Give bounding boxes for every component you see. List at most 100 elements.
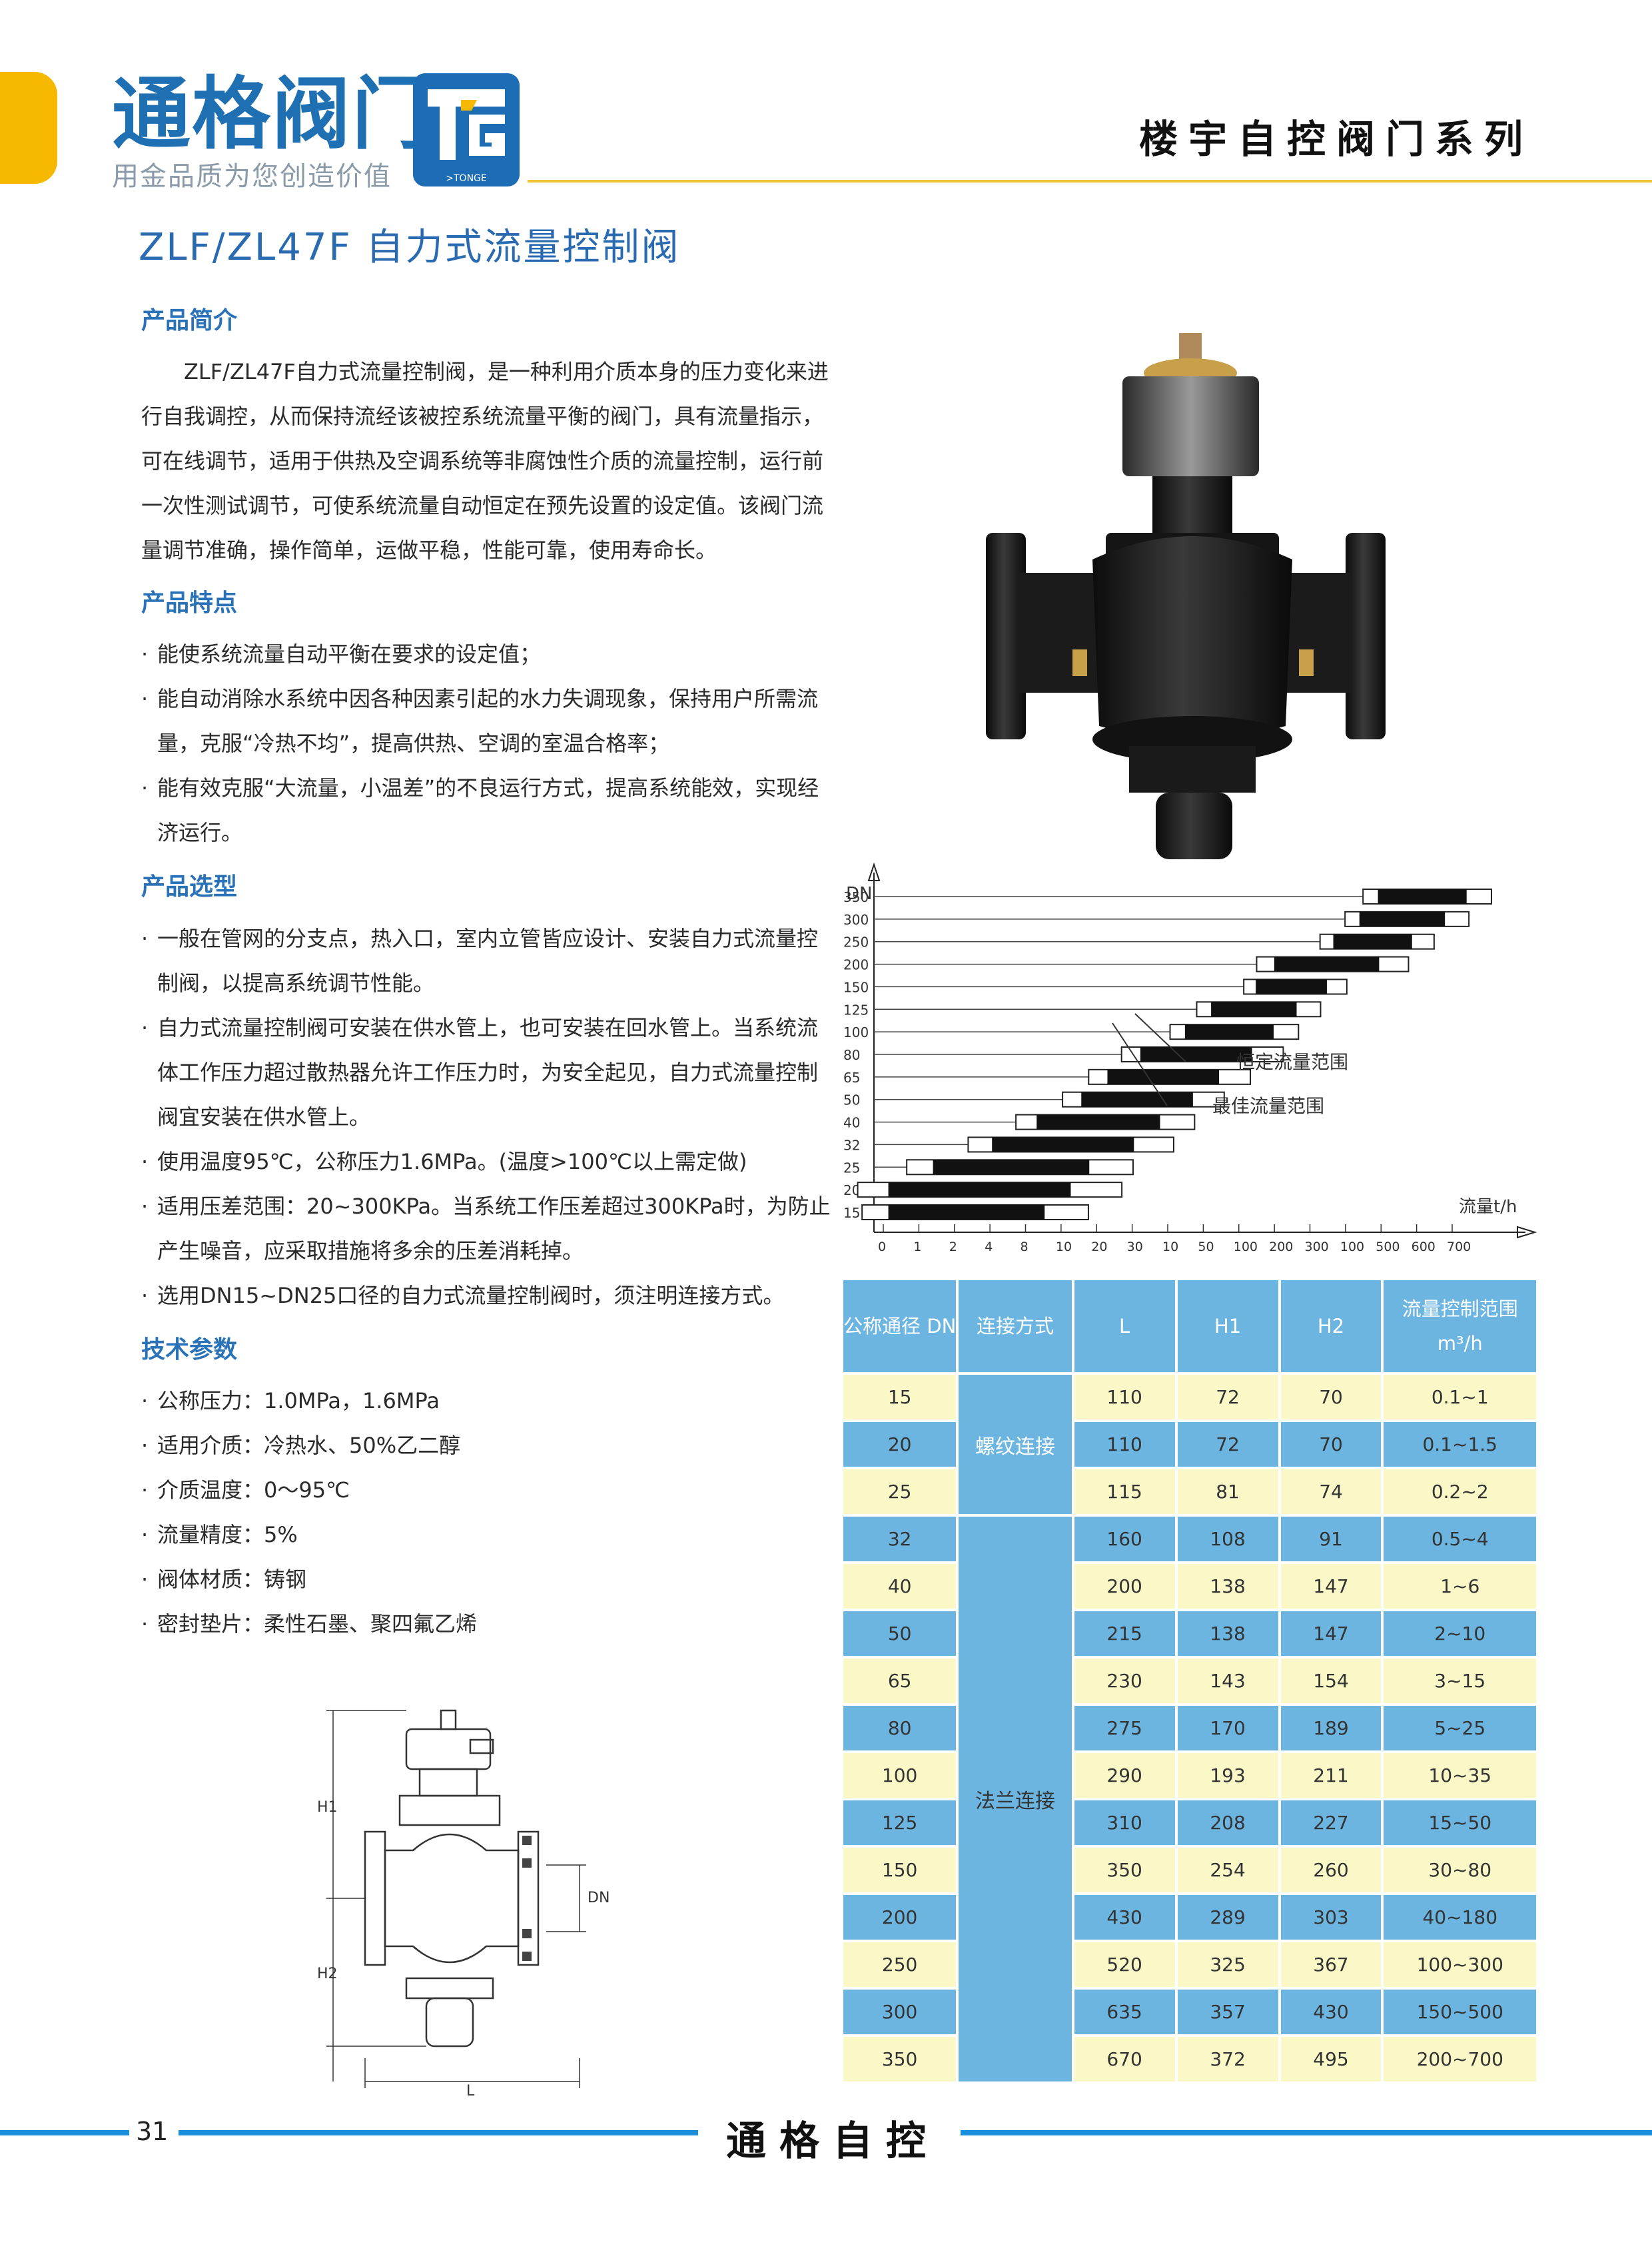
features-list: ·能使系统流量自动平衡在要求的设定值； ·能自动消除水系统中因各种因素引起的水力… (141, 632, 834, 855)
cell-dn: 350 (843, 2037, 957, 2081)
list-item: ·流量精度：5% (141, 1521, 298, 1547)
x-tick-label: 8 (1021, 1240, 1029, 1254)
cell-l: 520 (1074, 1942, 1175, 1987)
tech-list: ·公称压力：1.0MPa，1.6MPa ·适用介质：冷热水、50%乙二醇 ·介质… (141, 1379, 834, 1647)
cell-l: 290 (1074, 1753, 1175, 1798)
legend-optimal-range: 最佳流量范围 (1212, 1095, 1324, 1117)
brand-name: 通格阀门 (112, 68, 432, 160)
constant-range-bar (1081, 1092, 1193, 1107)
series-title: 楼宇自控阀门系列 (1138, 117, 1533, 162)
brand-logo: >TONGE (413, 73, 520, 187)
cell-h2: 154 (1280, 1659, 1382, 1703)
cell-h2: 147 (1280, 1564, 1382, 1609)
intro-paragraph: ZLF/ZL47F自力式流量控制阀，是一种利用介质本身的压力变化来进行自我调控，… (141, 359, 829, 564)
cell-h1: 143 (1177, 1659, 1278, 1703)
y-tick-label: 150 (843, 979, 869, 995)
cell-l: 110 (1074, 1422, 1175, 1467)
cell-dn: 250 (843, 1942, 957, 1987)
y-tick-label: 50 (843, 1092, 860, 1108)
page-number: 31 (136, 2117, 169, 2146)
cell-h1: 357 (1177, 1990, 1278, 2034)
x-tick-label: 300 (1305, 1240, 1329, 1254)
cell-l: 310 (1074, 1800, 1175, 1845)
constant-range-bar (1184, 1024, 1274, 1040)
cell-flow-range: 5~25 (1384, 1706, 1536, 1750)
cell-dn: 40 (843, 1564, 957, 1609)
y-axis-label: DN (846, 884, 872, 904)
cell-h2: 227 (1280, 1800, 1382, 1845)
header-h2: H2 (1280, 1280, 1382, 1372)
list-item: ·公称压力：1.0MPa，1.6MPa (141, 1387, 440, 1413)
list-item: ·使用温度95℃，公称压力1.6MPa。(温度>100℃以上需定做) (141, 1148, 747, 1174)
constant-range-bar (888, 1182, 1071, 1198)
x-tick-label: 100 (1340, 1240, 1364, 1254)
cell-l: 670 (1074, 2037, 1175, 2081)
cell-flow-range: 0.5~4 (1384, 1517, 1536, 1561)
page-title: ZLF/ZL47F 自力式流量控制阀 (139, 226, 681, 269)
header-connection: 连接方式 (959, 1280, 1072, 1372)
cell-h1: 208 (1177, 1800, 1278, 1845)
cell-h2: 211 (1280, 1753, 1382, 1798)
cell-h2: 303 (1280, 1895, 1382, 1940)
cell-connection-flanged: 法兰连接 (959, 1517, 1072, 2081)
cell-flow-range: 15~50 (1384, 1800, 1536, 1845)
footer-brand: 通格自控 (726, 2118, 939, 2165)
cell-l: 200 (1074, 1564, 1175, 1609)
cell-dn: 50 (843, 1611, 957, 1656)
section-title-selection: 产品选型 (141, 873, 238, 901)
dim-dn-label: DN (588, 1890, 610, 1906)
dimension-drawing: H1 H2 DN L (317, 1709, 610, 2098)
cell-l: 275 (1074, 1706, 1175, 1750)
x-tick-label: 10 (1056, 1240, 1072, 1254)
constant-range-bar (933, 1160, 1090, 1175)
list-item: ·一般在管网的分支点，热入口，室内立管皆应设计、安装自力式流量控制阀，以提高系统… (141, 925, 819, 996)
y-tick-label: 80 (843, 1047, 860, 1063)
cell-dn: 32 (843, 1517, 957, 1561)
cell-flow-range: 200~700 (1384, 2037, 1536, 2081)
cell-h2: 70 (1280, 1422, 1382, 1467)
cell-dn: 300 (843, 1990, 957, 2034)
x-tick-label: 1 (913, 1240, 921, 1254)
x-tick-label: 2 (949, 1240, 957, 1254)
cell-h2: 91 (1280, 1517, 1382, 1561)
cell-h2: 147 (1280, 1611, 1382, 1656)
x-tick-label: 10 (1162, 1240, 1178, 1254)
cell-connection-threaded: 螺纹连接 (959, 1375, 1072, 1514)
x-tick-label: 600 (1412, 1240, 1436, 1254)
cell-dn: 65 (843, 1659, 957, 1703)
cell-dn: 15 (843, 1375, 957, 1419)
logo-label: >TONGE (446, 173, 487, 184)
x-tick-label: 200 (1269, 1240, 1293, 1254)
cell-dn: 100 (843, 1753, 957, 1798)
cell-flow-range: 3~15 (1384, 1659, 1536, 1703)
constant-range-bar (1378, 889, 1467, 904)
cell-h1: 72 (1177, 1375, 1278, 1419)
cell-flow-range: 10~35 (1384, 1753, 1536, 1798)
list-item: ·能有效克服“大流量，小温差”的不良运行方式，提高系统能效，实现经济运行。 (141, 775, 819, 846)
cell-h2: 189 (1280, 1706, 1382, 1750)
constant-range-bar (1256, 979, 1327, 994)
x-axis-arrow (1517, 1226, 1537, 1239)
cell-flow-range: 0.1~1 (1384, 1375, 1536, 1419)
x-tick-label: 100 (1234, 1240, 1258, 1254)
cell-h1: 138 (1177, 1564, 1278, 1609)
x-axis-label: 流量t/h (1459, 1197, 1517, 1217)
constant-range-bar (888, 1205, 1045, 1220)
cell-h2: 367 (1280, 1942, 1382, 1987)
cell-flow-range: 150~500 (1384, 1990, 1536, 2034)
cell-h1: 254 (1177, 1848, 1278, 1892)
header-h1: H1 (1177, 1280, 1278, 1372)
cell-h1: 72 (1177, 1422, 1278, 1467)
header-rule (528, 180, 1652, 183)
dim-h1-label: H1 (317, 1799, 338, 1816)
cell-dn: 125 (843, 1800, 957, 1845)
cell-flow-range: 1~6 (1384, 1564, 1536, 1609)
x-tick-label: 50 (1198, 1240, 1214, 1254)
cell-h1: 372 (1177, 2037, 1278, 2081)
list-item: ·阀体材质：铸钢 (141, 1566, 307, 1592)
